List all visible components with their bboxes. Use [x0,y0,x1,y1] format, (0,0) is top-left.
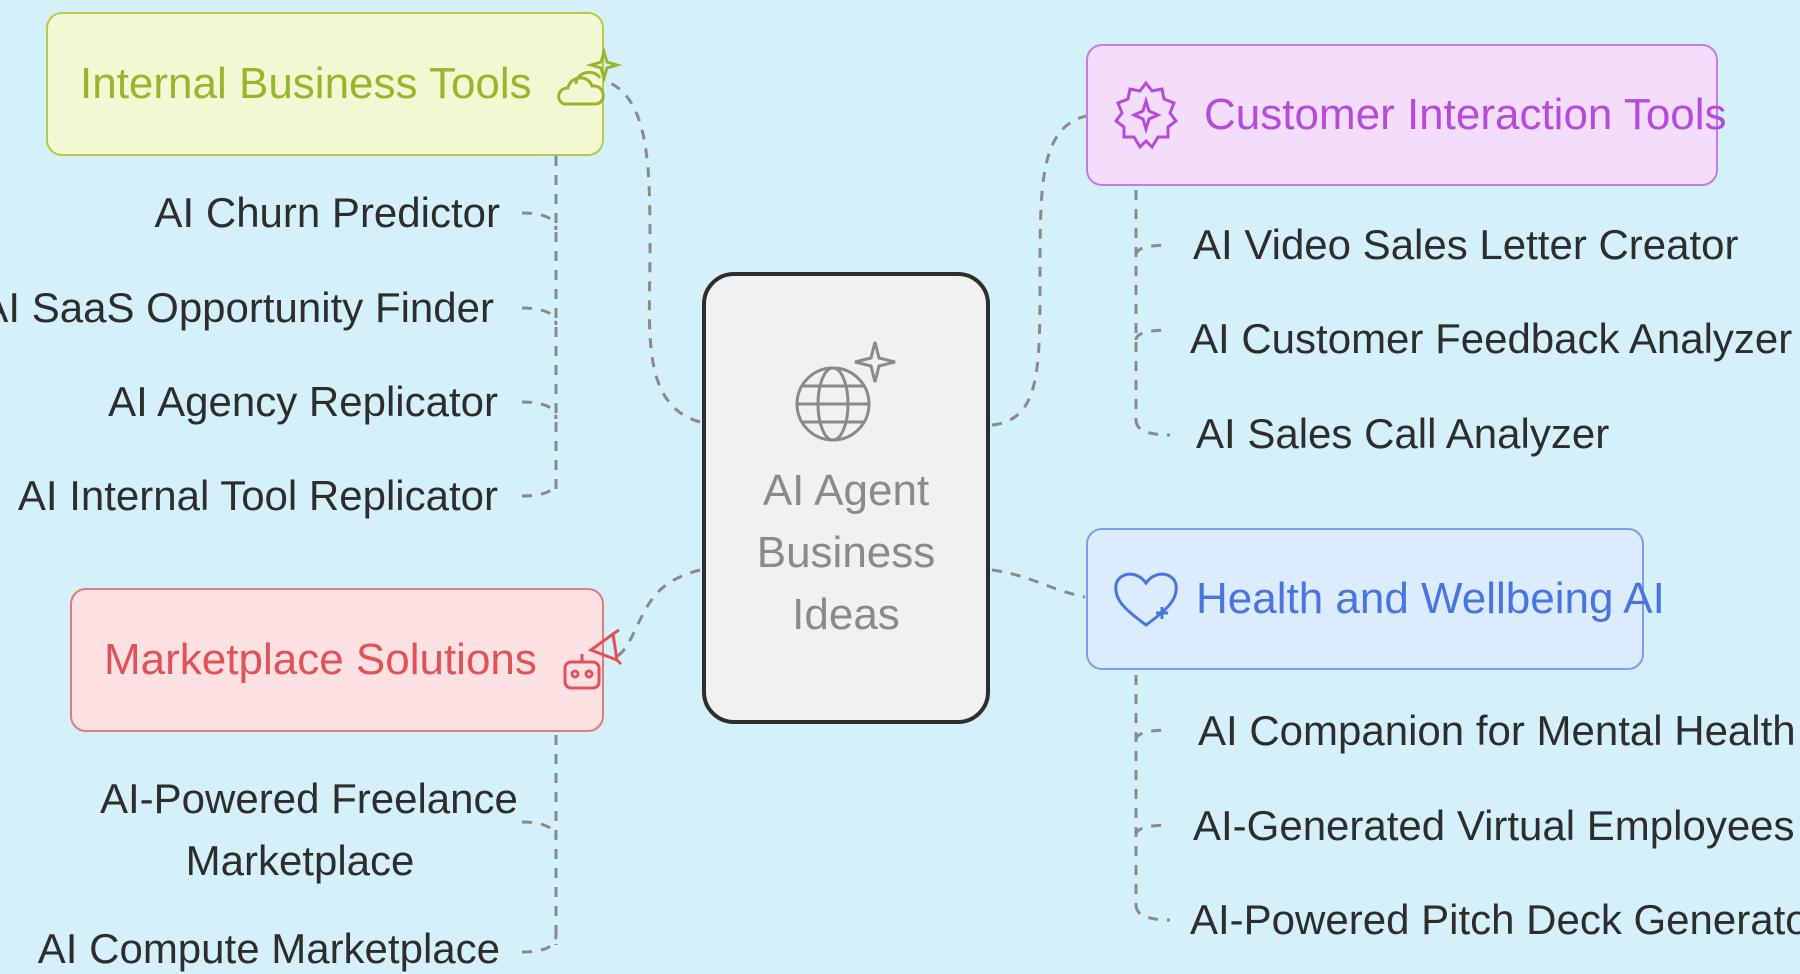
branch-title: Customer Interaction Tools [1204,90,1727,139]
central-title-line-3: Ideas [792,590,900,639]
leaf-ai-internal-tool-replicator: AI Internal Tool Replicator [17,472,498,519]
branch-health-and-wellbeing-ai: Health and Wellbeing AI [1086,528,1665,670]
leaf-ai-video-sales-letter-creator: AI Video Sales Letter Creator [1193,221,1739,268]
leaf-ai-compute-marketplace: AI Compute Marketplace [37,925,500,972]
leaf-ai-customer-feedback-analyzer: AI Customer Feedback Analyzer [1190,315,1793,362]
globe-sparkle-icon [791,334,901,454]
leaf-line-1: AI-Powered Freelance [100,775,518,822]
branch-internal-business-tools: Internal Business Tools [46,12,622,156]
leaf-ai-sales-call-analyzer: AI Sales Call Analyzer [1196,410,1610,457]
branch-title: Health and Wellbeing AI [1196,574,1665,623]
branch-customer-interaction-tools: Customer Interaction Tools [1086,44,1727,186]
central-title-line-2: Business [756,528,936,577]
leaf-ai-generated-virtual-employees: AI-Generated Virtual Employees [1193,802,1795,849]
weather-sparkle-icon [554,44,624,124]
leaf-ai-saas-opportunity-finder: AI SaaS Opportunity Finder [0,284,494,331]
central-title-line-1: AI Agent [762,466,930,515]
heart-plus-icon [1110,563,1182,635]
leaf-ai-powered-freelance-marketplace: AI-Powered Freelance Marketplace [100,768,518,892]
robot-megaphone-icon [557,620,623,700]
leaf-ai-agency-replicator: AI Agency Replicator [108,378,498,425]
branch-title: Internal Business Tools [80,59,532,108]
leaf-ai-companion-for-mental-health: AI Companion for Mental Health [1198,707,1796,754]
central-topic-title: AI Agent Business Ideas [716,460,976,646]
leaf-ai-powered-pitch-deck-generator: AI-Powered Pitch Deck Generator [1190,896,1800,943]
branch-marketplace-solutions: Marketplace Solutions [70,588,622,732]
leaf-line-2: Marketplace [185,837,415,884]
leaf-ai-churn-predictor: AI Churn Predictor [154,189,500,236]
gear-sparkle-icon [1110,75,1182,155]
central-topic: AI Agent Business Ideas [702,272,990,724]
branch-title: Marketplace Solutions [104,635,537,684]
